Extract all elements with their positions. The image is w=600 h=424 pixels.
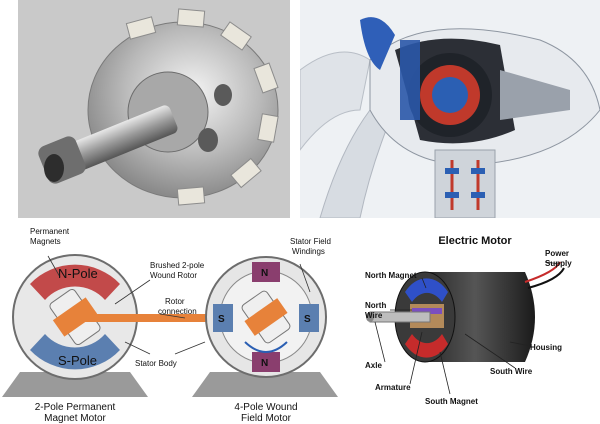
svg-text:Armature: Armature (375, 383, 411, 392)
svg-text:connection: connection (158, 307, 197, 316)
rotor-photo (18, 0, 290, 218)
svg-text:North: North (365, 301, 386, 310)
svg-text:S-Pole: S-Pole (58, 353, 97, 368)
svg-text:S: S (304, 314, 311, 325)
svg-text:Field Motor: Field Motor (241, 413, 292, 424)
svg-text:Axle: Axle (365, 361, 382, 370)
svg-text:4-Pole Wound: 4-Pole Wound (234, 402, 297, 413)
electric-motor-diagram: Electric Motor Power Supply North Magnet… (350, 222, 600, 424)
svg-text:Wound Rotor: Wound Rotor (150, 271, 197, 280)
motor-comparison-diagram: Permanent Magnets N-Pole S-Pole Brushed … (0, 222, 345, 424)
svg-text:2-Pole Permanent: 2-Pole Permanent (35, 402, 116, 413)
four-pole-motor (192, 256, 338, 397)
svg-text:South Wire: South Wire (490, 367, 533, 376)
svg-text:Electric Motor: Electric Motor (438, 235, 512, 247)
svg-text:Brushed 2-pole: Brushed 2-pole (150, 261, 205, 270)
svg-text:Windings: Windings (292, 247, 325, 256)
svg-text:Magnets: Magnets (30, 237, 61, 246)
svg-text:Rotor: Rotor (165, 297, 185, 306)
svg-text:Supply: Supply (545, 259, 572, 268)
svg-text:Stator Body: Stator Body (135, 359, 177, 368)
svg-text:N-Pole: N-Pole (58, 266, 98, 281)
wind-turbine-cutaway (300, 0, 600, 218)
two-pole-motor (2, 254, 212, 397)
svg-text:S: S (218, 314, 225, 325)
svg-text:Housing: Housing (530, 343, 562, 352)
svg-text:Stator Field: Stator Field (290, 237, 331, 246)
svg-text:Magnet Motor: Magnet Motor (44, 413, 106, 424)
svg-text:Power: Power (545, 249, 569, 258)
svg-text:South Magnet: South Magnet (425, 397, 478, 406)
svg-text:Permanent: Permanent (30, 227, 70, 236)
svg-text:North Magnet: North Magnet (365, 271, 417, 280)
svg-text:N: N (261, 268, 268, 279)
svg-text:N: N (261, 358, 268, 369)
svg-text:Wire: Wire (365, 311, 383, 320)
